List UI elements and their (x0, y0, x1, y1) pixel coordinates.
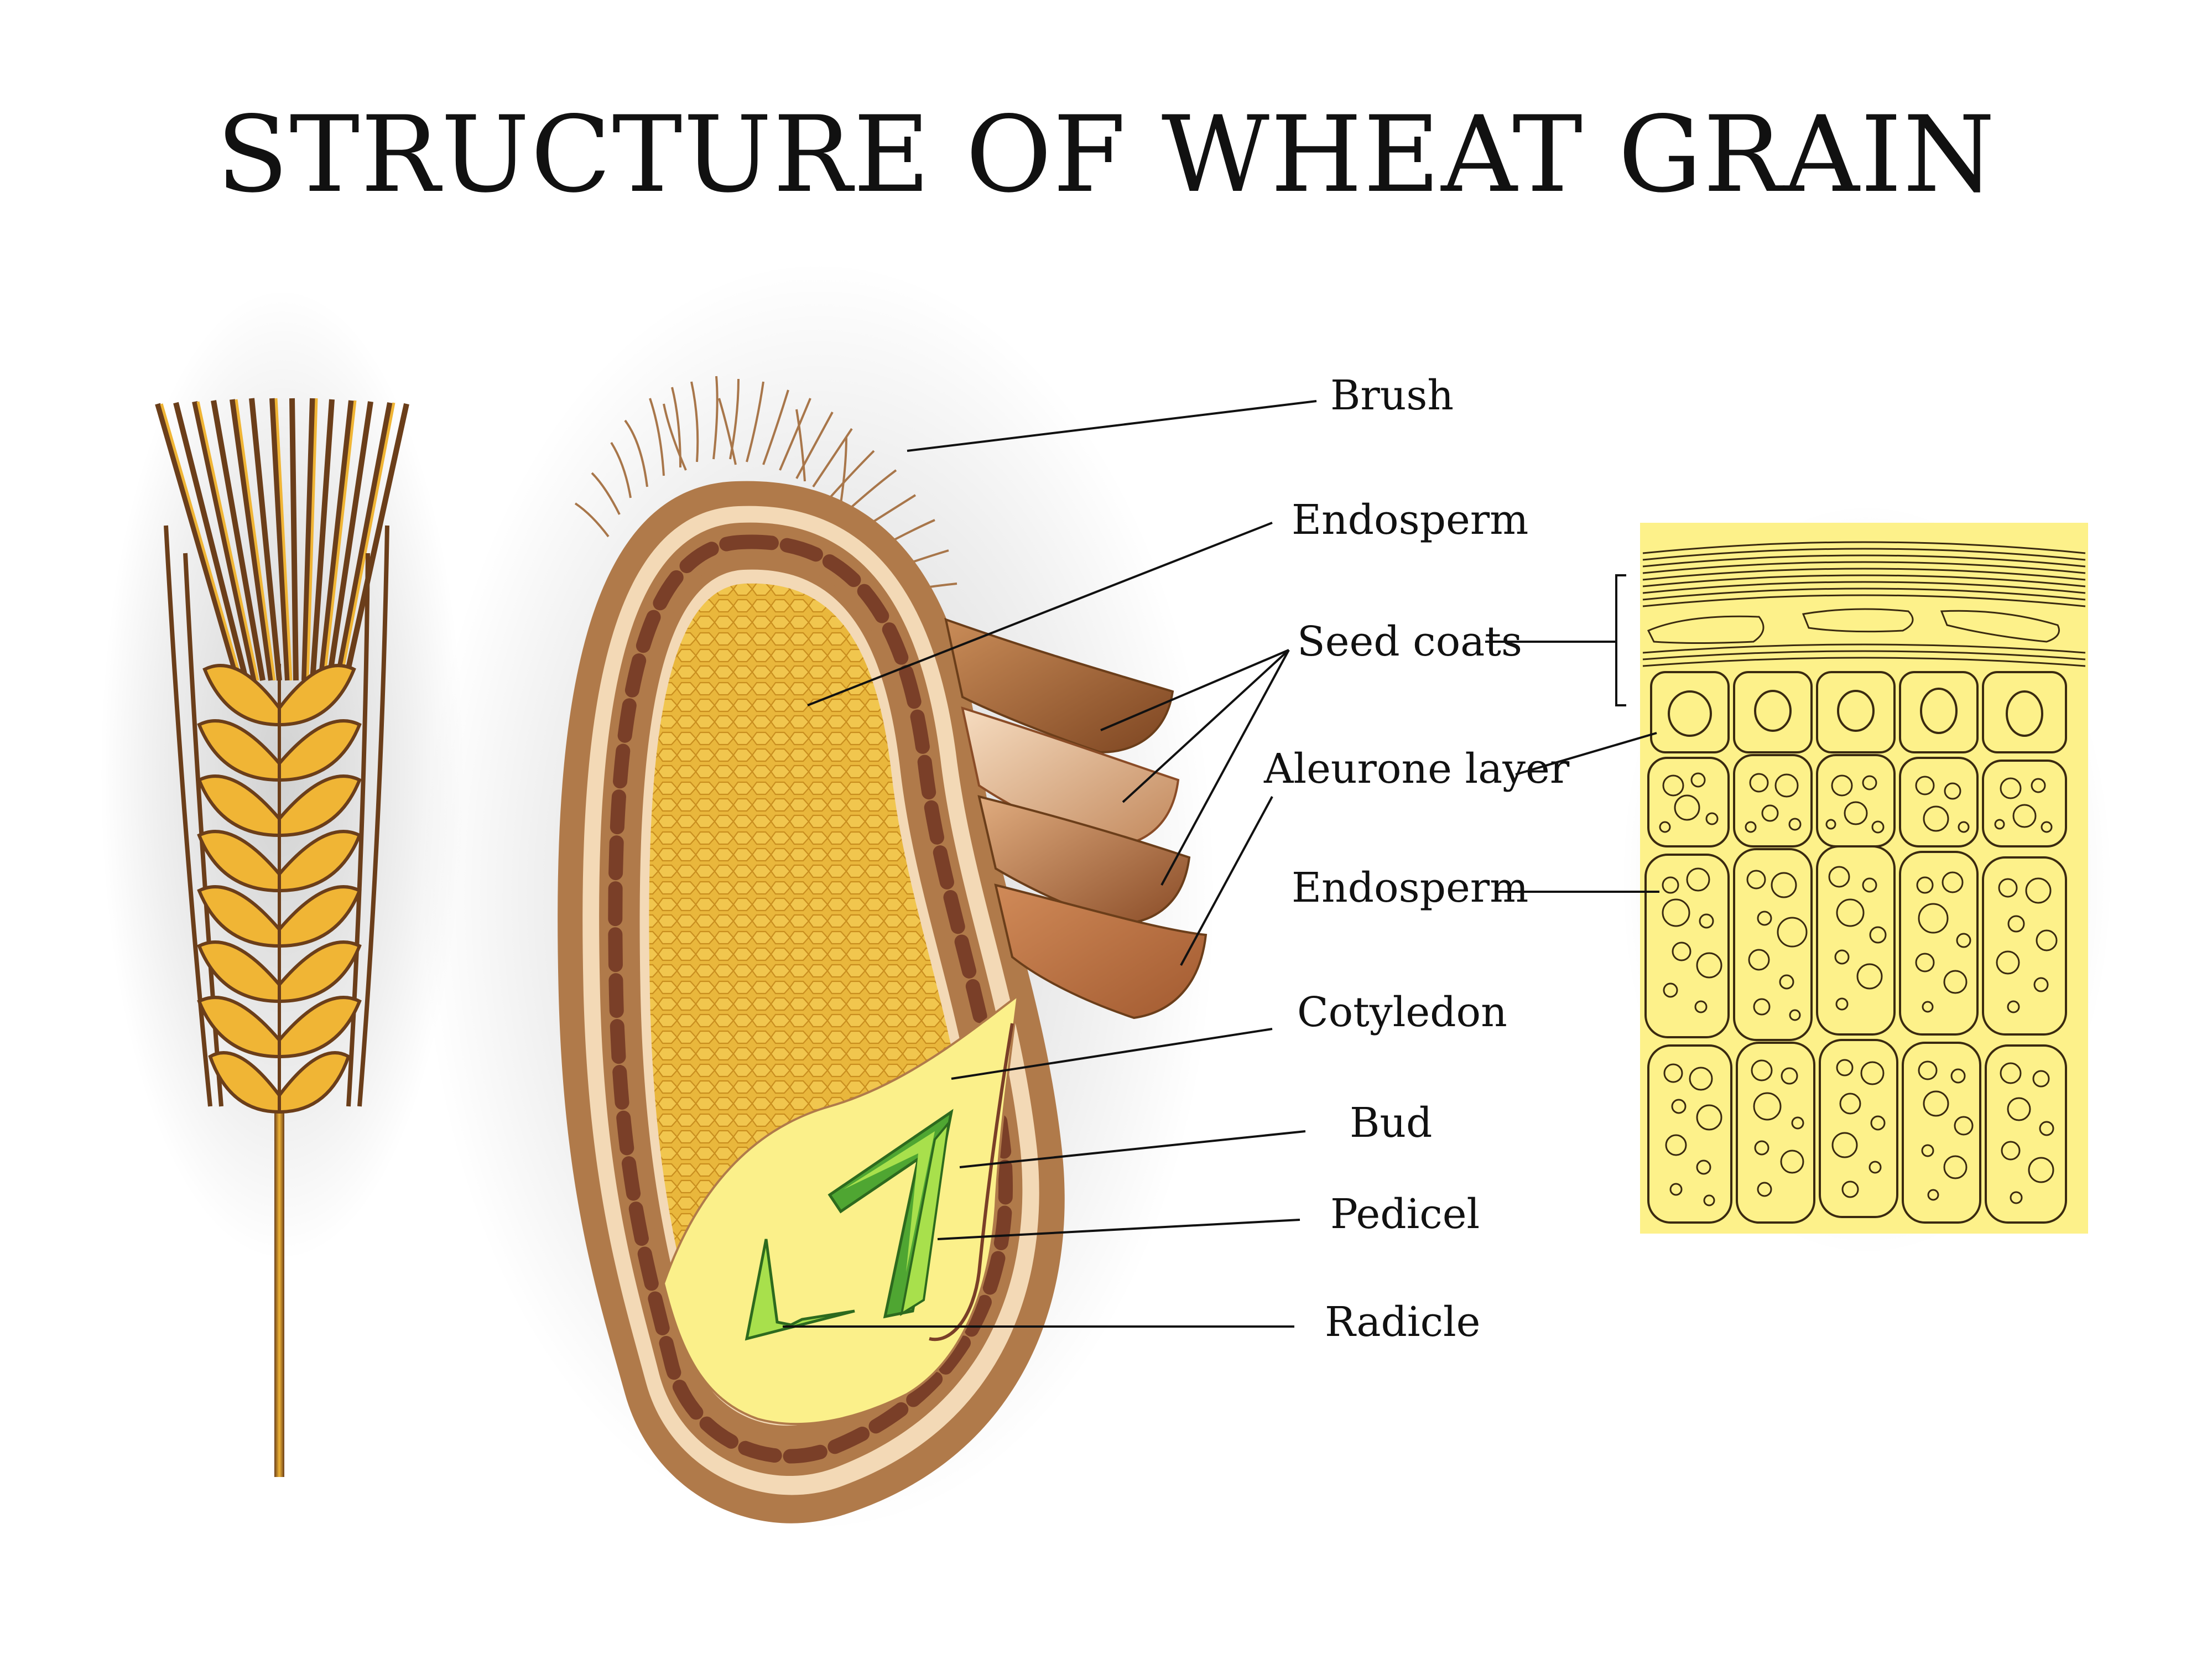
wheat-kernels (197, 664, 362, 1114)
seed-coat-fibers (1642, 541, 2086, 667)
endosperm-cells (1644, 754, 2067, 1224)
label-pedicel: Pedicel (1330, 1190, 1480, 1238)
seed-coat-flaps (944, 617, 1208, 1020)
leader-seed-coats-3 (1160, 649, 1290, 886)
label-radicle: Radicle (1325, 1298, 1480, 1346)
leader-brush (907, 400, 1317, 452)
leader-cotyledon (951, 1028, 1273, 1080)
leader-pedicel (937, 1219, 1300, 1240)
wheat-stem (274, 1106, 284, 1477)
label-endosperm-top: Endosperm (1292, 496, 1528, 544)
grain-cotyledon (929, 1023, 1014, 1341)
label-seed-coats: Seed coats (1297, 618, 1522, 665)
wheat-awns (155, 398, 409, 682)
label-brush: Brush (1330, 372, 1454, 419)
starch-granules (1659, 772, 2058, 1206)
labels: Brush Endosperm Seed coats Aleurone laye… (1263, 372, 1570, 1346)
aleurone-cells (1650, 671, 2067, 753)
seed-coats-bracket (1615, 574, 1626, 706)
cell-structure-panel (1615, 503, 2113, 1256)
cell-panel-background (1640, 523, 2088, 1234)
label-cotyledon: Cotyledon (1297, 989, 1507, 1036)
grain-cross-section (420, 260, 1217, 1532)
leader-aleurone-grain (1180, 796, 1273, 966)
grain-radicle (745, 1239, 855, 1341)
grain-aleurone-ring (608, 534, 1013, 1464)
wheat-ear-illustration (100, 288, 465, 1477)
label-bud: Bud (1350, 1099, 1432, 1147)
leader-seed-coats-1 (1100, 649, 1289, 731)
label-aleurone-layer: Aleurone layer (1263, 745, 1570, 793)
leader-seed-coats-2 (1122, 649, 1290, 803)
leader-aleurone-panel (1515, 732, 1657, 776)
label-endosperm-cells: Endosperm (1292, 864, 1528, 912)
leader-endosperm-top (807, 522, 1273, 706)
page-title: STRUCTURE OF WHEAT GRAIN (216, 93, 1996, 216)
leader-bud (959, 1130, 1306, 1168)
grain-pedicel (900, 1119, 950, 1317)
leader-lines (783, 400, 1659, 1328)
